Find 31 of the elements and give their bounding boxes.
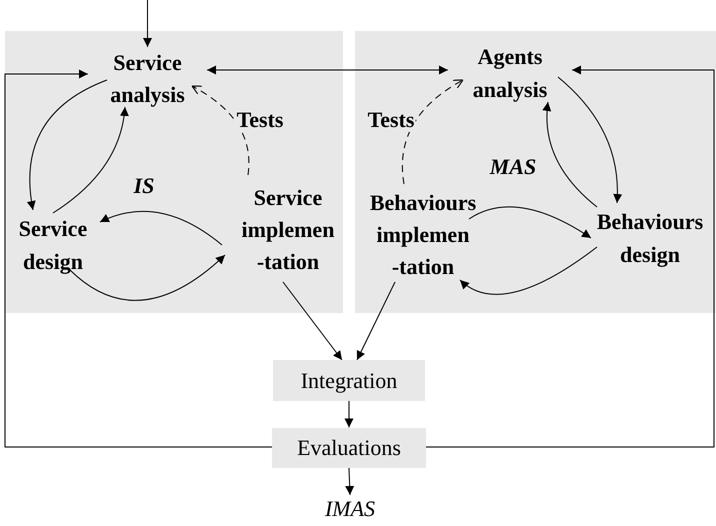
arrow [206, 66, 448, 74]
stage-label: Service analysis [88, 47, 207, 111]
stage-label: Behaviours implemen -tation [356, 186, 490, 283]
arrow [345, 468, 354, 496]
stage-label: Agents analysis [448, 41, 572, 105]
panel-background [355, 31, 716, 313]
arrow [356, 282, 396, 360]
arrow [52, 106, 129, 214]
arrow [426, 66, 714, 448]
arrow [70, 254, 226, 301]
arrow [468, 206, 592, 238]
stage-label: Behaviours design [584, 206, 716, 270]
stage-label: Service design [8, 212, 98, 278]
arrow [100, 210, 222, 246]
stage-label: Service implemen -tation [234, 181, 342, 278]
dashed-arrow [191, 85, 250, 176]
panel-background [5, 31, 343, 313]
arrow [558, 76, 622, 204]
output-label: IMAS [320, 495, 380, 523]
process-box: Integration [273, 360, 425, 401]
arrow [27, 80, 108, 210]
arrow [542, 102, 598, 208]
arrow [460, 246, 598, 295]
arrow [344, 400, 354, 428]
process-box: Evaluations [272, 428, 426, 468]
arrow [4, 70, 272, 448]
dashed-arrow [402, 79, 464, 184]
arrow [282, 282, 342, 360]
group-label: MAS [490, 154, 536, 180]
arrow [143, 0, 152, 48]
group-label: IS [134, 173, 154, 199]
